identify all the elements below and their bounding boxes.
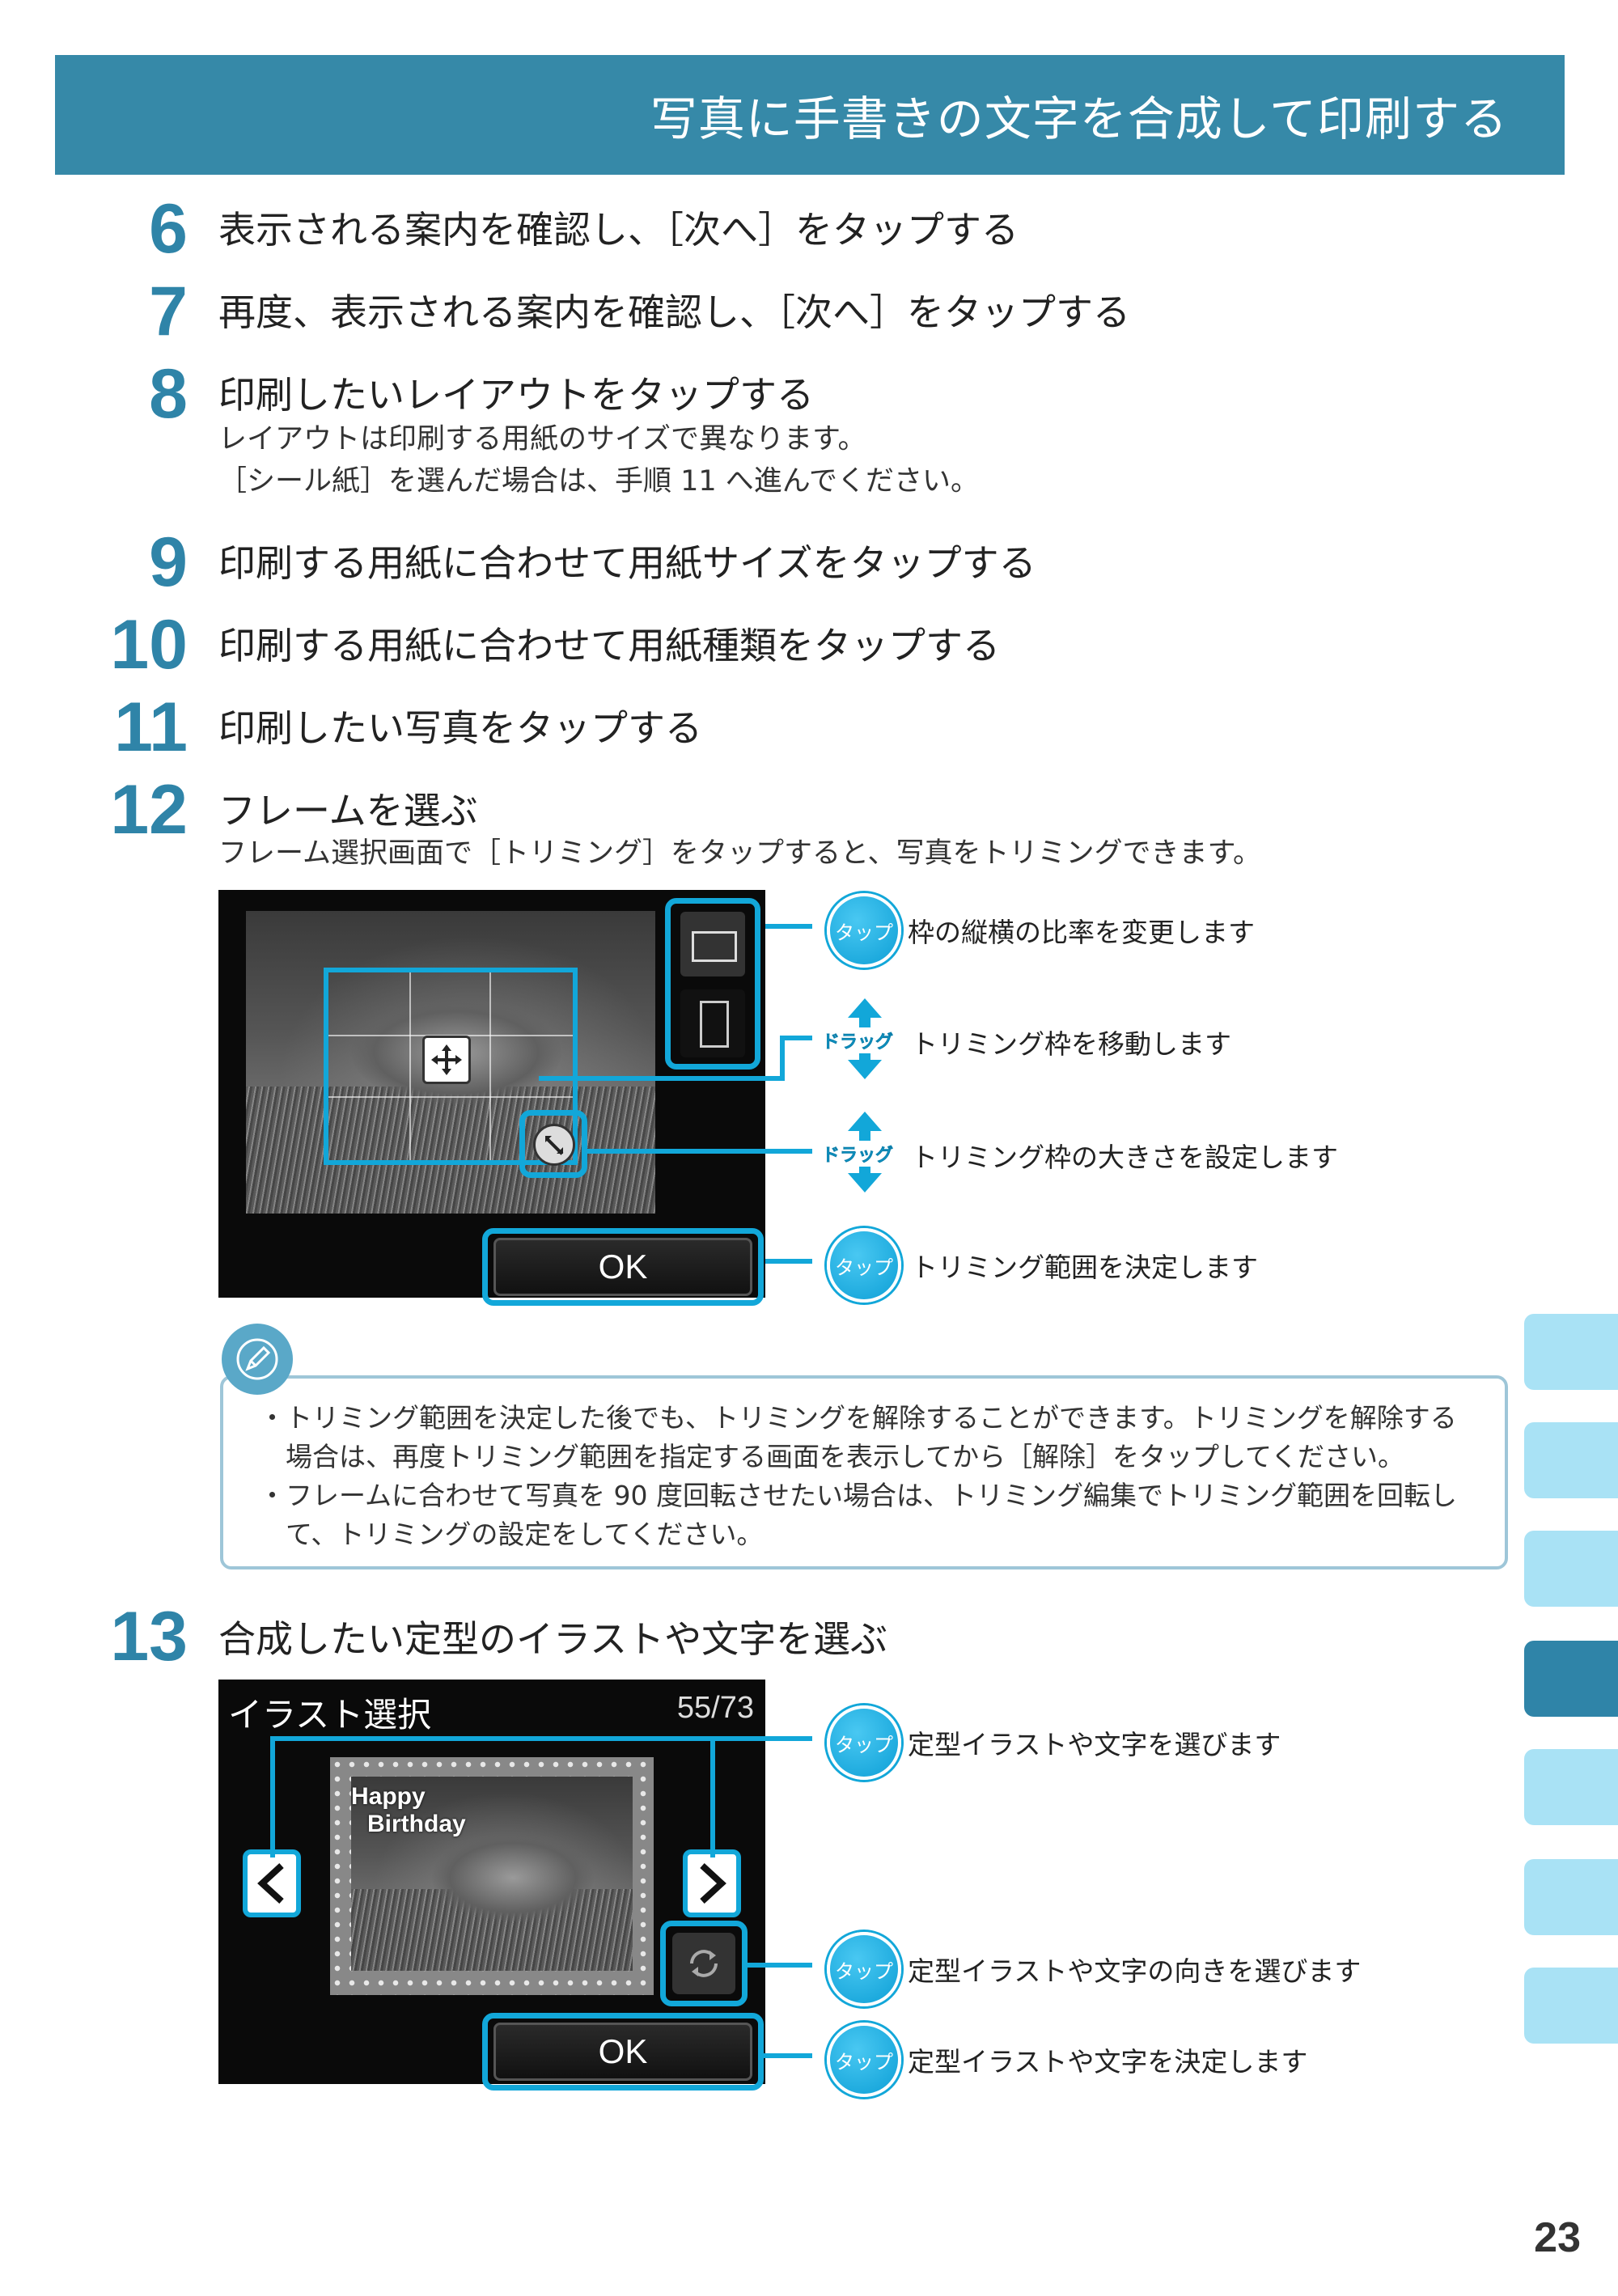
tap-badge: タップ (827, 1228, 901, 1303)
step-number: 7 (149, 273, 188, 350)
trimming-frame[interactable] (324, 968, 578, 1165)
tap-badge: タップ (827, 893, 901, 968)
callout-text: 定型イラストや文字を選びます (908, 1729, 1281, 1760)
chapter-tab[interactable] (1524, 1859, 1618, 1935)
next-button[interactable] (683, 1849, 741, 1917)
move-icon[interactable] (422, 1036, 471, 1084)
screen-title: イラスト選択 (228, 1695, 432, 1735)
note-line: ・フレームに合わせて写真を 90 度回転させたい場合は、トリミング編集でトリミン… (259, 1480, 1457, 1511)
resize-icon (533, 1124, 575, 1166)
page-counter: 55/73 (676, 1691, 754, 1725)
resize-handle[interactable] (519, 1110, 587, 1178)
step-title: フレームを選ぶ (218, 789, 478, 832)
chapter-tab[interactable] (1524, 1749, 1618, 1825)
step-number: 8 (149, 355, 188, 433)
page-number: 23 (1534, 2214, 1581, 2261)
chapter-tab-active[interactable] (1524, 1641, 1618, 1717)
chevron-left-icon (257, 1863, 284, 1904)
callout-text: 定型イラストや文字の向きを選びます (908, 1955, 1362, 1987)
step-title: 表示される案内を確認し、［次へ］をタップする (218, 208, 1019, 252)
step-title: 印刷する用紙に合わせて用紙種類をタップする (218, 624, 1000, 667)
step-title: 印刷したい写真をタップする (218, 706, 702, 750)
callout-text: トリミング枠を移動します (911, 1028, 1231, 1060)
prev-button[interactable] (243, 1849, 301, 1917)
page-header: 写真に手書きの文字を合成して印刷する (55, 55, 1565, 175)
illustration-select-screen: イラスト選択 55/73 Happy Birthday OK (218, 1680, 765, 2091)
step-number: 13 (110, 1598, 188, 1675)
note-line: 場合は、再度トリミング範囲を指定する画面を表示してから［解除］をタップしてくださ… (259, 1441, 1405, 1472)
ok-button[interactable]: OK (493, 2023, 752, 2081)
overlay-text: Birthday (367, 1811, 466, 1837)
ok-button-highlight (482, 2013, 764, 2091)
drag-badge: ドラッグ (820, 997, 909, 1081)
trimming-screen: OK (218, 890, 765, 1306)
callout-text: トリミング枠の大きさを設定します (911, 1142, 1338, 1173)
step-description: ［シール紙］を選んだ場合は、手順 11 へ進んでください。 (218, 465, 980, 498)
note-box (220, 1375, 1508, 1569)
callout-text: 定型イラストや文字を決定します (908, 2046, 1308, 2078)
overlay-text: Happy (351, 1783, 426, 1810)
step-number: 10 (110, 606, 188, 684)
chevron-right-icon (700, 1863, 726, 1904)
note-pencil-icon (222, 1324, 293, 1395)
callout-text: トリミング範囲を決定します (911, 1252, 1258, 1283)
ok-button[interactable]: OK (493, 1238, 752, 1296)
step-title: 合成したい定型のイラストや文字を選ぶ (218, 1617, 888, 1661)
photo-preview (351, 1777, 633, 1971)
frame-preview: Happy Birthday (330, 1757, 654, 1995)
ok-button-highlight (482, 1228, 764, 1306)
portrait-ratio-icon[interactable] (680, 989, 745, 1057)
chapter-tab[interactable] (1524, 1422, 1618, 1498)
step-title: 印刷したいレイアウトをタップする (218, 373, 814, 417)
step-number: 9 (149, 523, 188, 601)
step-description: レイアウトは印刷する用紙のサイズで異なります。 (218, 423, 866, 455)
step-number: 11 (114, 688, 188, 766)
rotate-button[interactable] (660, 1921, 748, 2006)
step-number: 12 (110, 771, 188, 849)
callout-text: 枠の縦横の比率を変更します (908, 917, 1255, 948)
tap-badge: タップ (827, 1705, 901, 1780)
tap-badge: タップ (827, 1932, 901, 2006)
note-line: て、トリミングの設定をしてください。 (259, 1519, 764, 1550)
page-title: 写真に手書きの文字を合成して印刷する (650, 91, 1508, 146)
chapter-tab[interactable] (1524, 1314, 1618, 1390)
step-title: 再度、表示される案内を確認し、［次へ］をタップする (218, 290, 1130, 334)
tap-badge: タップ (827, 2023, 901, 2097)
step-title: 印刷する用紙に合わせて用紙サイズをタップする (218, 541, 1036, 585)
chapter-tab[interactable] (1524, 1968, 1618, 2044)
note-line: ・トリミング範囲を決定した後でも、トリミングを解除することができます。トリミング… (259, 1402, 1457, 1434)
step-number: 6 (149, 190, 188, 268)
aspect-ratio-selector[interactable] (665, 898, 760, 1070)
drag-badge: ドラッグ (820, 1110, 909, 1194)
step-description: フレーム選択画面で［トリミング］をタップすると、写真をトリミングできます。 (218, 837, 1262, 870)
landscape-ratio-icon[interactable] (680, 912, 745, 976)
chapter-tab[interactable] (1524, 1531, 1618, 1607)
cat-image (432, 1833, 594, 1922)
rotate-icon (690, 1950, 718, 1977)
